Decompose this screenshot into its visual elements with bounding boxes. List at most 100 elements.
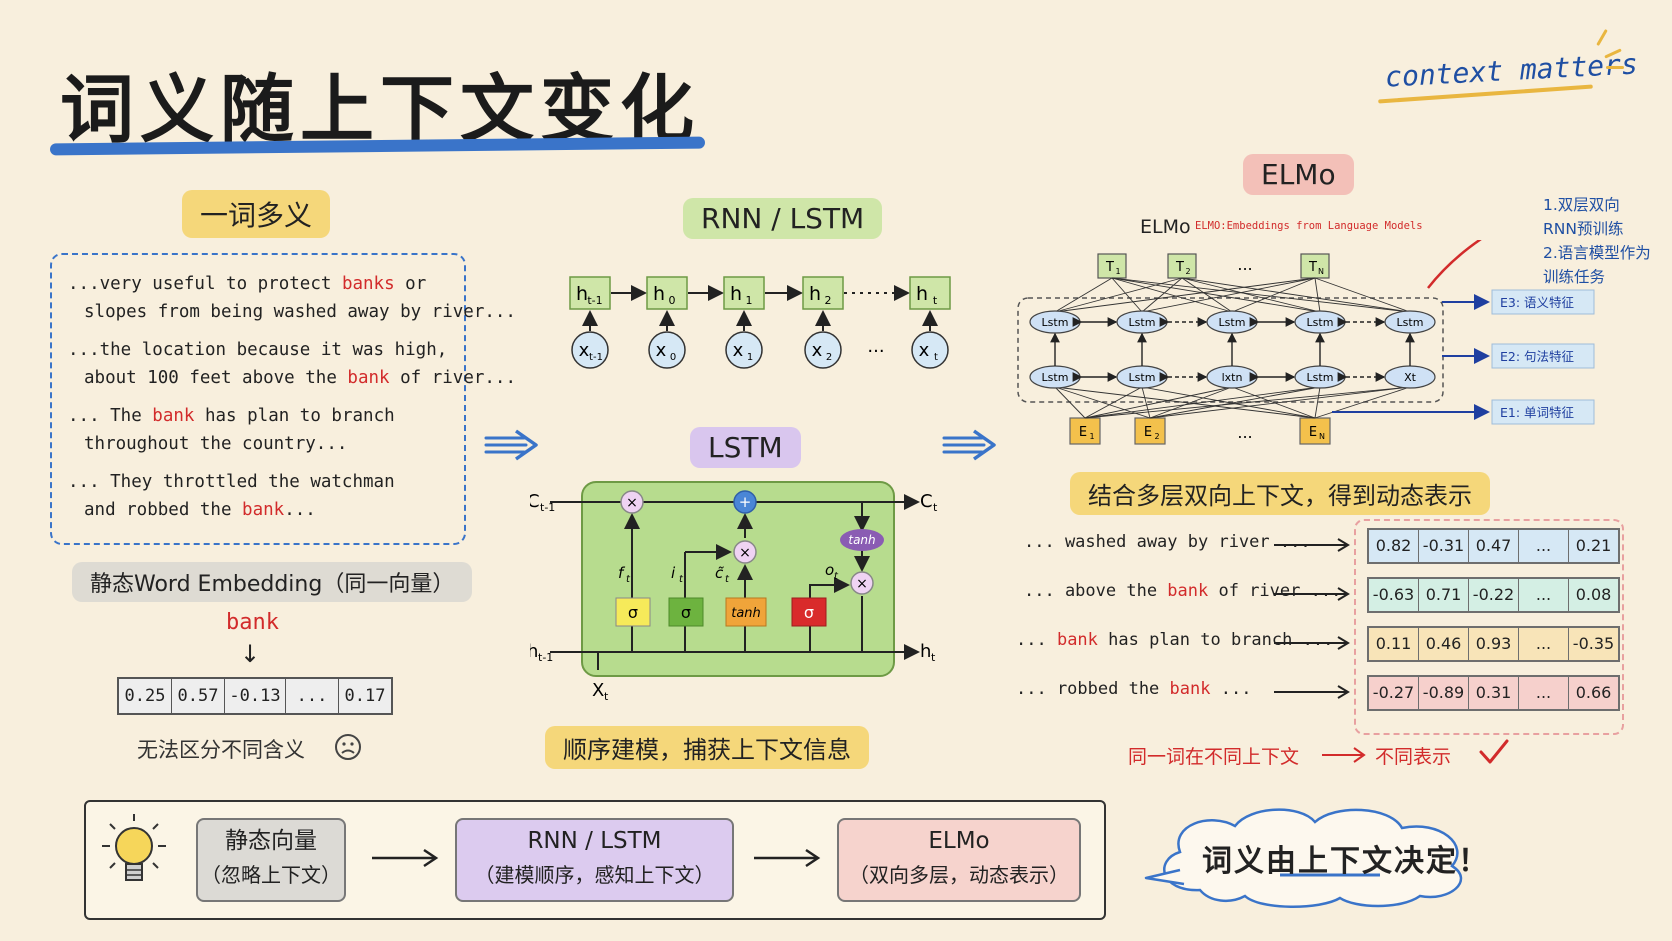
svg-text:Lstm: Lstm	[1042, 316, 1069, 329]
svg-text:x: x	[919, 340, 930, 361]
context-arrow-icon	[1274, 685, 1350, 699]
note-arrow	[1427, 240, 1482, 289]
vector-cell: 0.11	[1369, 628, 1419, 660]
lstm-cell-diagram: × + × × tanh σ σ tanh σ f i c̃ o t t t t…	[530, 481, 938, 703]
vector-cell: -0.22	[1469, 579, 1519, 611]
hidden-state-node	[909, 276, 951, 310]
svg-text:T: T	[1175, 260, 1184, 275]
vector-cell: ...	[286, 679, 339, 713]
svg-text:c̃: c̃	[715, 564, 724, 582]
down-arrow-icon: ↓	[240, 640, 261, 668]
svg-text:σ: σ	[628, 603, 638, 622]
vector-cell: 0.93	[1469, 628, 1519, 660]
context-text: ... bank has plan to branch ...	[1016, 630, 1334, 650]
vector-cell: ...	[1519, 677, 1569, 709]
svg-text:1: 1	[746, 294, 753, 307]
layer-label-box	[1491, 343, 1595, 369]
tanh-node	[840, 529, 884, 551]
context-arrow-icon	[1274, 636, 1350, 650]
vector-cell: -0.63	[1369, 579, 1419, 611]
elmo-caption: 结合多层双向上下文，得到动态表示	[1070, 472, 1490, 515]
svg-text:2: 2	[825, 294, 832, 307]
output-node	[1300, 253, 1330, 279]
input-ellipsis: ...	[1237, 423, 1252, 442]
svg-text:×: ×	[856, 576, 868, 592]
svg-text:tanh: tanh	[731, 606, 761, 621]
svg-text:o: o	[825, 561, 834, 579]
svg-text:Lstm: Lstm	[1129, 316, 1156, 329]
rnn-lstm-heading: RNN / LSTM	[683, 198, 883, 239]
hidden-output-label: h	[920, 641, 931, 662]
layer-label: E3: 语义特征	[1500, 295, 1575, 310]
elmo-note-line: 1.双层双向	[1543, 196, 1620, 214]
vector-cell: 0.08	[1575, 585, 1612, 604]
cell-output-label: C	[920, 491, 933, 512]
lightbulb-icon	[102, 814, 166, 881]
svg-text:t-1: t-1	[587, 294, 602, 307]
svg-text:1: 1	[1089, 432, 1094, 441]
summary-step: RNN / LSTM （建模顺序，感知上下文）	[455, 818, 734, 902]
svg-text:x: x	[812, 340, 823, 361]
rnn-ellipsis: ···	[867, 341, 884, 362]
sparkle-icon	[1606, 66, 1624, 69]
svg-text:1: 1	[1115, 267, 1120, 276]
candidate-gate	[725, 597, 767, 627]
sad-face-icon	[335, 734, 361, 760]
svg-text:2: 2	[1154, 432, 1159, 441]
cloud-bubble	[1144, 808, 1463, 908]
lstm-heading: LSTM	[690, 427, 801, 468]
step-subtitle: （双向多层，动态表示）	[849, 863, 1069, 887]
elmo-layers-box	[1017, 297, 1444, 403]
conclusion-left: 同一词在不同上下文	[1128, 746, 1300, 768]
vector-cell: 0.25	[119, 679, 172, 713]
vector-cell: ...	[1519, 530, 1569, 562]
svg-text:x: x	[733, 340, 744, 361]
input-node	[725, 331, 763, 369]
corner-note: context matters	[1384, 47, 1639, 94]
svg-text:×: ×	[626, 495, 638, 511]
vector-cell: -0.13	[225, 679, 286, 713]
bank-word: bank	[226, 610, 279, 635]
svg-text:t: t	[933, 501, 938, 514]
summary-step: 静态向量（忽略上下文）	[196, 818, 346, 902]
vector-cell: 0.66	[1575, 683, 1612, 702]
context-text: ... washed away by river ...	[1024, 532, 1311, 552]
x-input-label: X	[592, 680, 604, 701]
multiply-node	[733, 540, 757, 564]
svg-text:×: ×	[739, 545, 751, 561]
svg-text:1: 1	[747, 352, 753, 363]
svg-text:T: T	[1308, 260, 1317, 275]
forget-gate	[615, 597, 651, 627]
summary-step: ELMo（双向多层，动态表示）	[837, 818, 1081, 902]
vector-cell: -0.89	[1419, 677, 1469, 709]
hidden-state-node	[723, 276, 765, 310]
svg-text:+: +	[739, 493, 752, 511]
step-title: RNN / LSTM	[527, 828, 662, 854]
svg-text:0: 0	[669, 294, 676, 307]
step-subtitle: （建模顺序，感知上下文）	[474, 863, 715, 887]
svg-text:t: t	[933, 294, 938, 307]
svg-text:Lstm: Lstm	[1307, 316, 1334, 329]
layer-label-box	[1491, 289, 1595, 315]
vector-cell: 0.57	[172, 679, 225, 713]
svg-text:h: h	[809, 283, 821, 305]
vector-cell: 0.31	[1469, 677, 1519, 709]
cannot-distinguish-text: 无法区分不同含义	[137, 738, 305, 762]
svg-text:t-1: t-1	[538, 651, 553, 664]
step-arrow-icon	[754, 848, 821, 868]
elmo-note-line: RNN预训练	[1543, 220, 1624, 238]
cloud-text: 词义由上下文决定！	[1202, 844, 1490, 879]
context-text: ... above the bank of river ...	[1024, 581, 1342, 601]
svg-text:E: E	[1309, 425, 1317, 440]
elmo-note-line: 2.语言模型作为	[1543, 244, 1651, 262]
multiply-node	[850, 571, 874, 595]
